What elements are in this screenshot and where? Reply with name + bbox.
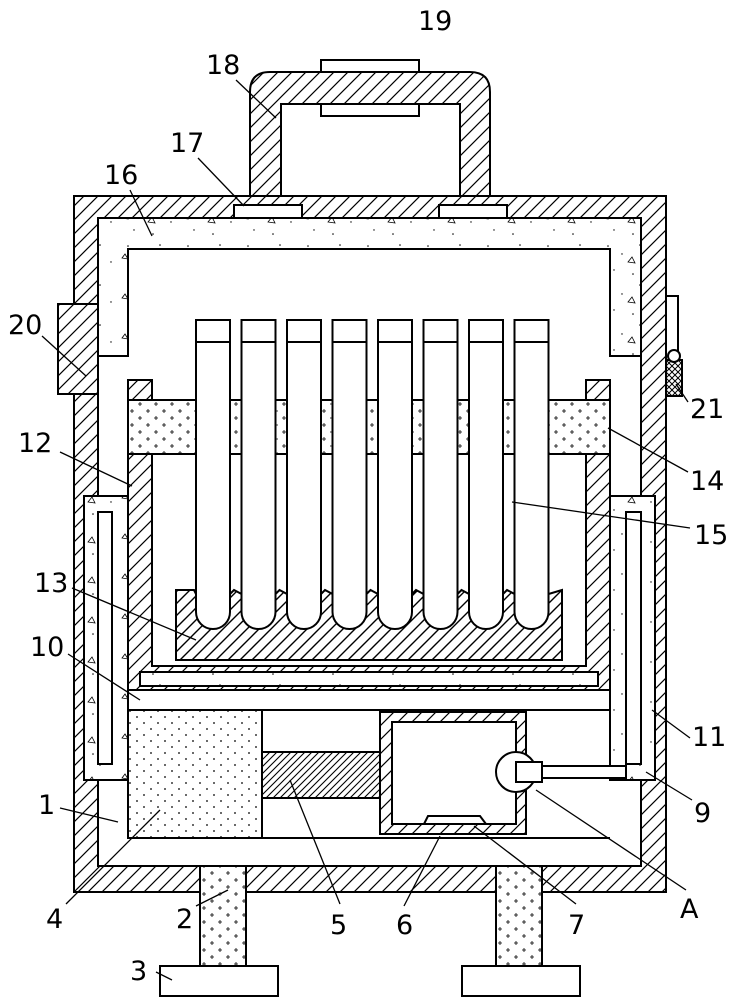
callout-10: 10: [30, 632, 64, 663]
valve-stem: [515, 761, 543, 783]
callout-9: 9: [694, 798, 711, 829]
rack-body: [175, 588, 563, 661]
channel-left: [83, 495, 129, 781]
filter-block: [127, 709, 263, 839]
callout-4: 4: [46, 904, 63, 935]
handle: [249, 71, 491, 197]
callout-11: 11: [692, 722, 726, 753]
channel-right: [609, 495, 656, 781]
handle-grip-lower: [320, 103, 420, 117]
callout-13: 13: [34, 568, 68, 599]
handle-grip: [320, 59, 420, 73]
callout-21: 21: [690, 394, 724, 425]
callout-15: 15: [694, 520, 728, 551]
callout-12: 12: [18, 428, 52, 459]
pump-pad: [422, 815, 488, 825]
foot-left-pillar: [199, 865, 247, 967]
callout-18: 18: [206, 50, 240, 81]
pump-housing: [379, 711, 527, 835]
callout-1: 1: [38, 790, 55, 821]
callout-6: 6: [396, 910, 413, 941]
test-tube: [468, 319, 504, 630]
callout-17: 17: [170, 128, 204, 159]
test-tubes: [195, 319, 550, 630]
test-tube: [513, 319, 550, 630]
test-tube: [195, 319, 231, 630]
support-block-right: [585, 379, 611, 401]
callout-20: 20: [8, 310, 42, 341]
handle-base-left: [233, 204, 303, 219]
callout-7: 7: [568, 910, 585, 941]
side-latch: [57, 303, 99, 395]
callout-16: 16: [104, 160, 138, 191]
callout-2: 2: [176, 904, 193, 935]
callout-A: A: [680, 894, 699, 925]
handle-base-right: [438, 204, 508, 219]
test-tube: [286, 319, 322, 630]
foot-right-pillar: [495, 865, 543, 967]
callout-5: 5: [330, 910, 347, 941]
foam-layer: [97, 217, 642, 357]
side-knob-cap: [667, 349, 681, 363]
test-tube: [331, 319, 368, 630]
callout-14: 14: [690, 466, 724, 497]
test-tube: [240, 319, 277, 630]
callout-3: 3: [130, 956, 147, 987]
foot-right-pad: [461, 965, 581, 997]
floor-plate: [127, 689, 611, 711]
test-tube: [422, 319, 459, 630]
motor: [261, 751, 383, 799]
foam-under-box: [139, 671, 599, 687]
test-tube: [377, 319, 413, 630]
support-block-left: [127, 379, 153, 401]
side-knob: [665, 359, 683, 397]
callout-19: 19: [418, 6, 452, 37]
foot-left-pad: [159, 965, 279, 997]
tube-rack: [175, 588, 563, 661]
outlet-pipe: [541, 765, 627, 779]
